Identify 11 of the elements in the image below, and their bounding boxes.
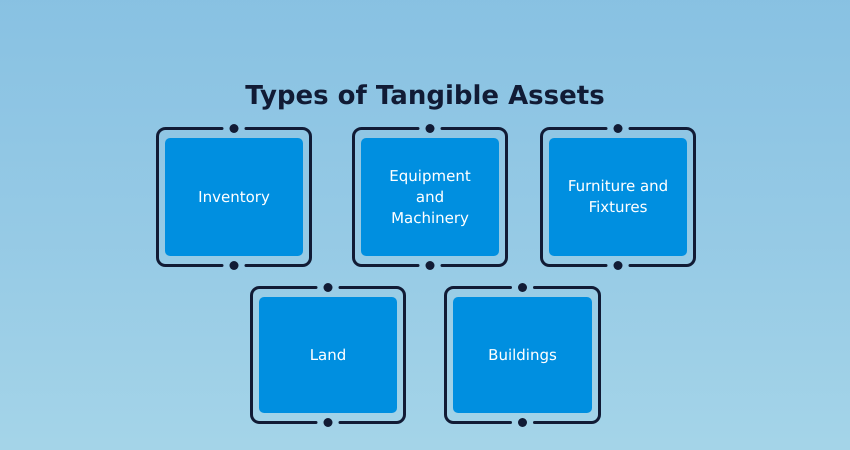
- asset-card: [165, 138, 303, 256]
- card-label: Buildings: [488, 344, 557, 366]
- card-label: Equipment and Machinery: [388, 166, 472, 228]
- title: Types of Tangible Assets: [244, 80, 606, 112]
- asset-card: [453, 297, 592, 413]
- asset-card: [361, 138, 499, 256]
- asset-card: [259, 297, 397, 413]
- card-label: Furniture and Fixtures: [566, 176, 670, 218]
- card-label: Inventory: [198, 186, 270, 208]
- card-label: Land: [310, 344, 346, 366]
- asset-card: [549, 138, 687, 256]
